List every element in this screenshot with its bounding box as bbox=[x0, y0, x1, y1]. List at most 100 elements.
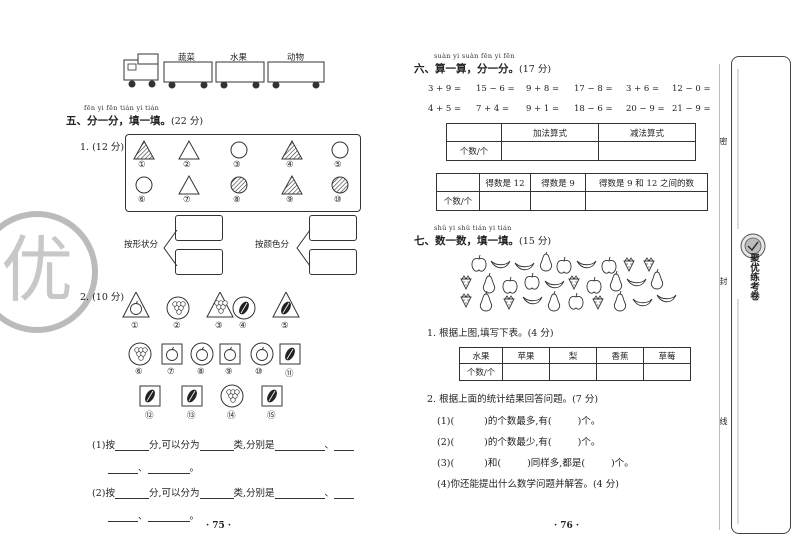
q2-num: ⑮ bbox=[267, 411, 276, 421]
section5-title: 五、分一分，填一填。(22 分) bbox=[66, 115, 204, 127]
calc-table-1: 加法算式 减法算式 个数/个 bbox=[446, 123, 696, 161]
table-cell bbox=[436, 173, 480, 192]
blank[interactable] bbox=[114, 489, 149, 499]
section5-pinyin: fēn yi fēn tián yi tián bbox=[84, 104, 160, 112]
equation: 9 + 8 = bbox=[526, 84, 560, 94]
bracket-right bbox=[296, 229, 311, 267]
equation: 3 + 6 = bbox=[626, 84, 660, 94]
circle-hatched-icon bbox=[230, 176, 248, 194]
color-answer-box-1[interactable] bbox=[309, 215, 357, 241]
table-answer-cell[interactable] bbox=[549, 363, 597, 381]
table-answer-cell[interactable] bbox=[596, 363, 644, 381]
q1-num: ⑦ bbox=[183, 195, 191, 205]
table-answer-cell[interactable] bbox=[530, 191, 586, 211]
equation: 7 + 4 = bbox=[476, 104, 510, 114]
triangle-icon bbox=[178, 174, 200, 195]
shape-answer-box-1[interactable] bbox=[175, 215, 223, 241]
q2-num: ⑬ bbox=[187, 411, 196, 421]
by-shape-label: 按形状分 bbox=[124, 240, 159, 250]
table-answer-cell[interactable] bbox=[479, 191, 531, 211]
q2-num: ③ bbox=[215, 321, 223, 331]
circle-icon bbox=[331, 141, 349, 159]
table-row-label: 个数/个 bbox=[446, 141, 502, 161]
q1-num: ① bbox=[138, 160, 146, 170]
triangle-icon bbox=[178, 139, 200, 160]
answer-line-1: (1)()的个数最多,有()个。 bbox=[437, 416, 601, 427]
section7-pinyin: shǔ yi shǔ tián yi tián bbox=[434, 224, 512, 232]
watermark-stamp: 优 bbox=[0, 211, 98, 333]
table-header: 苹果 bbox=[502, 347, 550, 364]
by-color-label: 按颜色分 bbox=[255, 240, 290, 250]
table-header: 加法算式 bbox=[501, 123, 599, 142]
q1-num: ⑩ bbox=[334, 195, 342, 205]
blank[interactable] bbox=[147, 512, 190, 522]
sidebar-outer-line bbox=[719, 64, 720, 530]
page-number-right: · 76 · bbox=[554, 521, 580, 531]
answer-line-4: (4)你还能提出什么数学问题并解答。(4 分) bbox=[437, 479, 619, 490]
circle-hatched-icon bbox=[331, 176, 349, 194]
medal-icon bbox=[740, 233, 766, 259]
bracket-left bbox=[163, 229, 178, 267]
truck-label-2: 水果 bbox=[230, 53, 248, 63]
table-answer-cell[interactable] bbox=[643, 363, 691, 381]
blank[interactable] bbox=[334, 441, 355, 451]
q1-shape-box bbox=[125, 134, 361, 212]
q1-num: ⑤ bbox=[334, 160, 342, 170]
calc-table-2: 得数是 12 得数是 9 得数是 9 和 12 之间的数 个数/个 bbox=[436, 173, 708, 211]
fruit-table: 水果 苹果 梨 香蕉 草莓 个数/个 bbox=[459, 347, 691, 381]
q2-num: ⑤ bbox=[281, 321, 289, 331]
blank[interactable] bbox=[199, 441, 234, 451]
table-answer-cell[interactable] bbox=[502, 363, 550, 381]
q2-num: ⑧ bbox=[197, 367, 205, 377]
section6-pinyin: suàn yi suàn fēn yi fēn bbox=[434, 52, 515, 60]
table-answer-cell[interactable] bbox=[598, 141, 696, 161]
q2-num: ④ bbox=[239, 321, 247, 331]
table-cell bbox=[446, 123, 502, 142]
blank[interactable] bbox=[274, 489, 325, 499]
blank[interactable] bbox=[199, 489, 234, 499]
q2-num: ② bbox=[173, 321, 181, 331]
triangle-hatched-icon bbox=[281, 174, 303, 195]
blank[interactable] bbox=[108, 512, 138, 522]
blank[interactable] bbox=[334, 489, 355, 499]
q1-num: ⑧ bbox=[233, 195, 241, 205]
q2-num: ⑫ bbox=[145, 411, 154, 421]
circle-icon bbox=[230, 141, 248, 159]
blank[interactable] bbox=[114, 441, 149, 451]
equation: 17 − 8 = bbox=[574, 84, 613, 94]
side-binding-strip: 密 封 线 聚优练考卷 bbox=[719, 56, 791, 534]
shape-answer-box-2[interactable] bbox=[175, 249, 223, 275]
blank[interactable] bbox=[108, 464, 138, 474]
sidebar-decoration bbox=[737, 69, 739, 524]
q1-num: ② bbox=[183, 160, 191, 170]
q2-num: ⑦ bbox=[167, 367, 175, 377]
section6-title: 六、算一算，分一分。(17 分) bbox=[414, 63, 552, 75]
blank[interactable] bbox=[147, 464, 190, 474]
q1-shapes bbox=[133, 139, 349, 195]
table-header: 草莓 bbox=[643, 347, 691, 364]
q2-num: ① bbox=[131, 321, 139, 331]
table-row-label: 个数/个 bbox=[436, 191, 480, 211]
fill-line-1b: 、。 bbox=[108, 460, 199, 474]
triangle-hatched-icon bbox=[281, 139, 303, 160]
section7-q1: 1. 根据上图,填写下表。(4 分) bbox=[427, 328, 554, 339]
color-answer-box-2[interactable] bbox=[309, 249, 357, 275]
q1-num: ④ bbox=[286, 160, 294, 170]
table-answer-cell[interactable] bbox=[501, 141, 599, 161]
table-header: 香蕉 bbox=[596, 347, 644, 364]
q2-num: ⑨ bbox=[225, 367, 233, 377]
equation: 3 + 9 = bbox=[428, 84, 462, 94]
truck-label-1: 蔬菜 bbox=[178, 53, 196, 63]
triangle-hatched-icon bbox=[133, 139, 155, 160]
table-answer-cell[interactable] bbox=[585, 191, 708, 211]
q2-num: ⑩ bbox=[255, 367, 263, 377]
answer-line-3: (3)()和()同样多,都是()个。 bbox=[437, 458, 634, 469]
truck-label-3: 动物 bbox=[287, 53, 305, 63]
table-header: 得数是 9 和 12 之间的数 bbox=[585, 173, 708, 192]
q2-label: 2. (10 分) bbox=[80, 292, 125, 303]
table-header: 减法算式 bbox=[598, 123, 696, 142]
blank[interactable] bbox=[274, 441, 325, 451]
sidebar-label-feng: 封 bbox=[719, 277, 728, 285]
fill-line-2b: 、。 bbox=[108, 508, 199, 522]
table-header: 得数是 12 bbox=[479, 173, 531, 192]
